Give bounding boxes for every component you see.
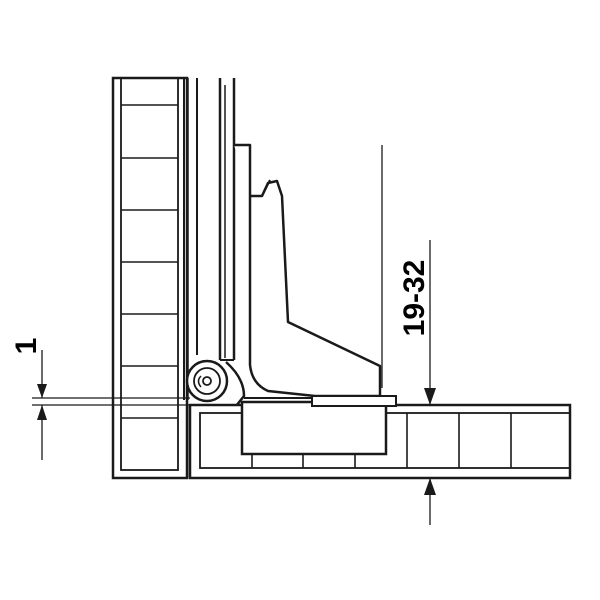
dimension-overlay-label: 19-32: [398, 260, 431, 337]
side-panel: [111, 76, 189, 480]
mounting-plate: [218, 78, 236, 361]
hinge-pivot: [185, 359, 246, 408]
hinge-arm: [234, 143, 382, 398]
dimension-gap: [32, 350, 190, 460]
hinge-cup: [240, 395, 397, 456]
dimension-gap-label: 1: [10, 338, 43, 355]
side-panel-cells: [121, 104, 178, 419]
dimension-overlay: [381, 145, 436, 525]
